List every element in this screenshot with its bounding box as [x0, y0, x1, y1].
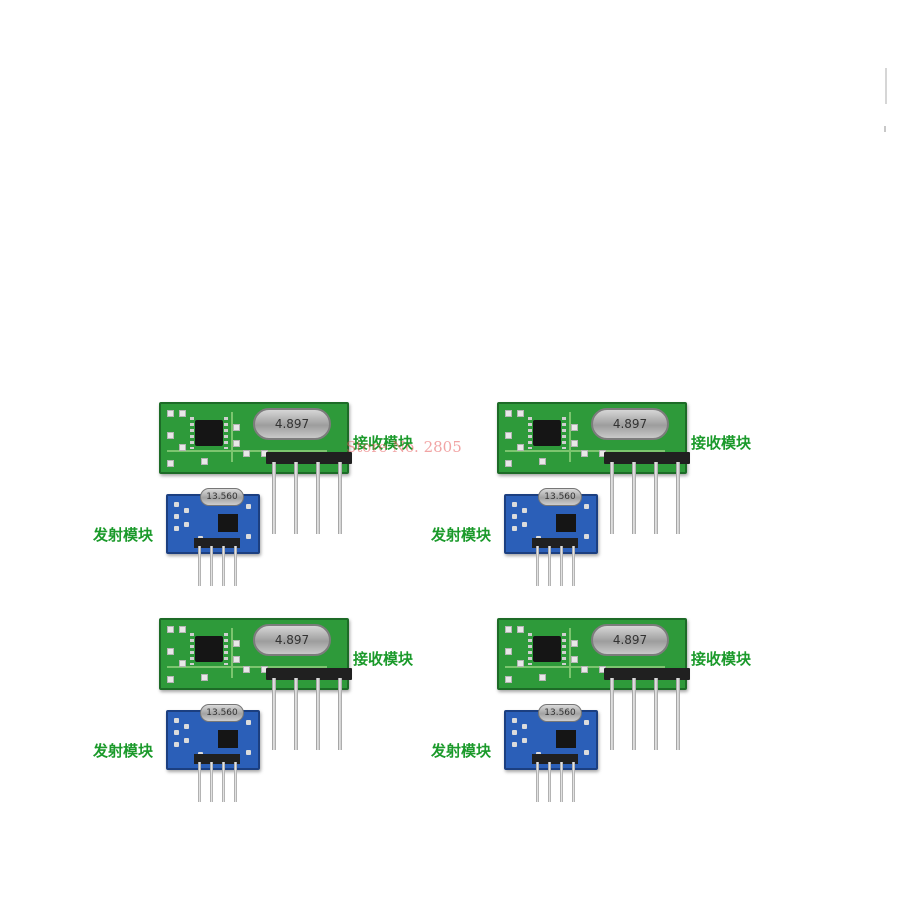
receiver-pin	[338, 462, 342, 534]
module-pair-2: 4.897 接收模块 13.560 发射模块	[424, 400, 764, 620]
transmitter-pin-header	[194, 538, 240, 548]
receiver-pin-header	[266, 668, 352, 680]
transmitter-label: 发射模块	[93, 526, 154, 544]
transmitter-pin	[198, 546, 201, 586]
receiver-crystal-text: 4.897	[274, 417, 310, 431]
receiver-pin-header	[604, 668, 690, 680]
receiver-pin	[272, 678, 276, 750]
receiver-board: 4.897	[497, 618, 687, 690]
transmitter-pin	[234, 546, 237, 586]
receiver-pin	[294, 678, 298, 750]
transmitter-label: 发射模块	[431, 526, 492, 544]
transmitter-pin	[536, 762, 539, 802]
transmitter-ic	[556, 730, 576, 748]
receiver-ic	[528, 633, 566, 665]
receiver-pin-header	[266, 452, 352, 464]
receiver-pin	[316, 678, 320, 750]
module-pair-3: 4.897 接收模块 13.560 发射模块	[86, 616, 426, 836]
receiver-pin	[338, 678, 342, 750]
transmitter-crystal: 13.560	[538, 488, 582, 506]
receiver-pin	[632, 678, 636, 750]
transmitter-pin	[548, 546, 551, 586]
receiver-pin	[632, 462, 636, 534]
module-pair-1: 4.897 接收模块 13.560 发射模块	[86, 400, 426, 620]
receiver-pin-header	[604, 452, 690, 464]
transmitter-pin	[536, 546, 539, 586]
receiver-pin	[676, 678, 680, 750]
transmitter-pin	[198, 762, 201, 802]
receiver-label: 接收模块	[353, 434, 414, 452]
module-pair-4: 4.897 接收模块 13.560 发射模块	[424, 616, 764, 836]
receiver-pin	[610, 678, 614, 750]
receiver-pin	[272, 462, 276, 534]
transmitter-pin-header	[194, 754, 240, 764]
receiver-pin	[676, 462, 680, 534]
receiver-pin	[294, 462, 298, 534]
receiver-ic	[190, 417, 228, 449]
receiver-crystal: 4.897	[253, 408, 331, 440]
edge-artifact	[885, 68, 887, 104]
transmitter-pin	[560, 762, 563, 802]
edge-artifact-small	[884, 126, 886, 132]
receiver-label: 接收模块	[691, 650, 752, 668]
transmitter-label: 发射模块	[431, 742, 492, 760]
transmitter-pin-header	[532, 754, 578, 764]
receiver-crystal: 4.897	[253, 624, 331, 656]
receiver-crystal-text: 4.897	[612, 633, 648, 647]
receiver-label: 接收模块	[691, 434, 752, 452]
transmitter-pin	[222, 762, 225, 802]
transmitter-ic	[218, 730, 238, 748]
transmitter-pin	[210, 546, 213, 586]
transmitter-pin	[572, 546, 575, 586]
transmitter-crystal: 13.560	[200, 488, 244, 506]
transmitter-crystal-text: 13.560	[544, 492, 576, 502]
transmitter-pin	[234, 762, 237, 802]
receiver-crystal-text: 4.897	[274, 633, 310, 647]
transmitter-crystal: 13.560	[538, 704, 582, 722]
transmitter-pin	[210, 762, 213, 802]
transmitter-pin	[222, 546, 225, 586]
receiver-crystal-text: 4.897	[612, 417, 648, 431]
receiver-pin	[610, 462, 614, 534]
receiver-pin	[654, 462, 658, 534]
receiver-crystal: 4.897	[591, 624, 669, 656]
transmitter-pin-header	[532, 538, 578, 548]
receiver-ic	[190, 633, 228, 665]
transmitter-crystal: 13.560	[200, 704, 244, 722]
transmitter-pin	[548, 762, 551, 802]
receiver-ic	[528, 417, 566, 449]
transmitter-ic	[556, 514, 576, 532]
receiver-crystal: 4.897	[591, 408, 669, 440]
receiver-pin	[654, 678, 658, 750]
receiver-label: 接收模块	[353, 650, 414, 668]
transmitter-crystal-text: 13.560	[206, 708, 238, 718]
transmitter-pin	[572, 762, 575, 802]
transmitter-crystal-text: 13.560	[206, 492, 238, 502]
transmitter-crystal-text: 13.560	[544, 708, 576, 718]
transmitter-pin	[560, 546, 563, 586]
receiver-board: 4.897	[159, 402, 349, 474]
transmitter-ic	[218, 514, 238, 532]
transmitter-label: 发射模块	[93, 742, 154, 760]
receiver-pin	[316, 462, 320, 534]
